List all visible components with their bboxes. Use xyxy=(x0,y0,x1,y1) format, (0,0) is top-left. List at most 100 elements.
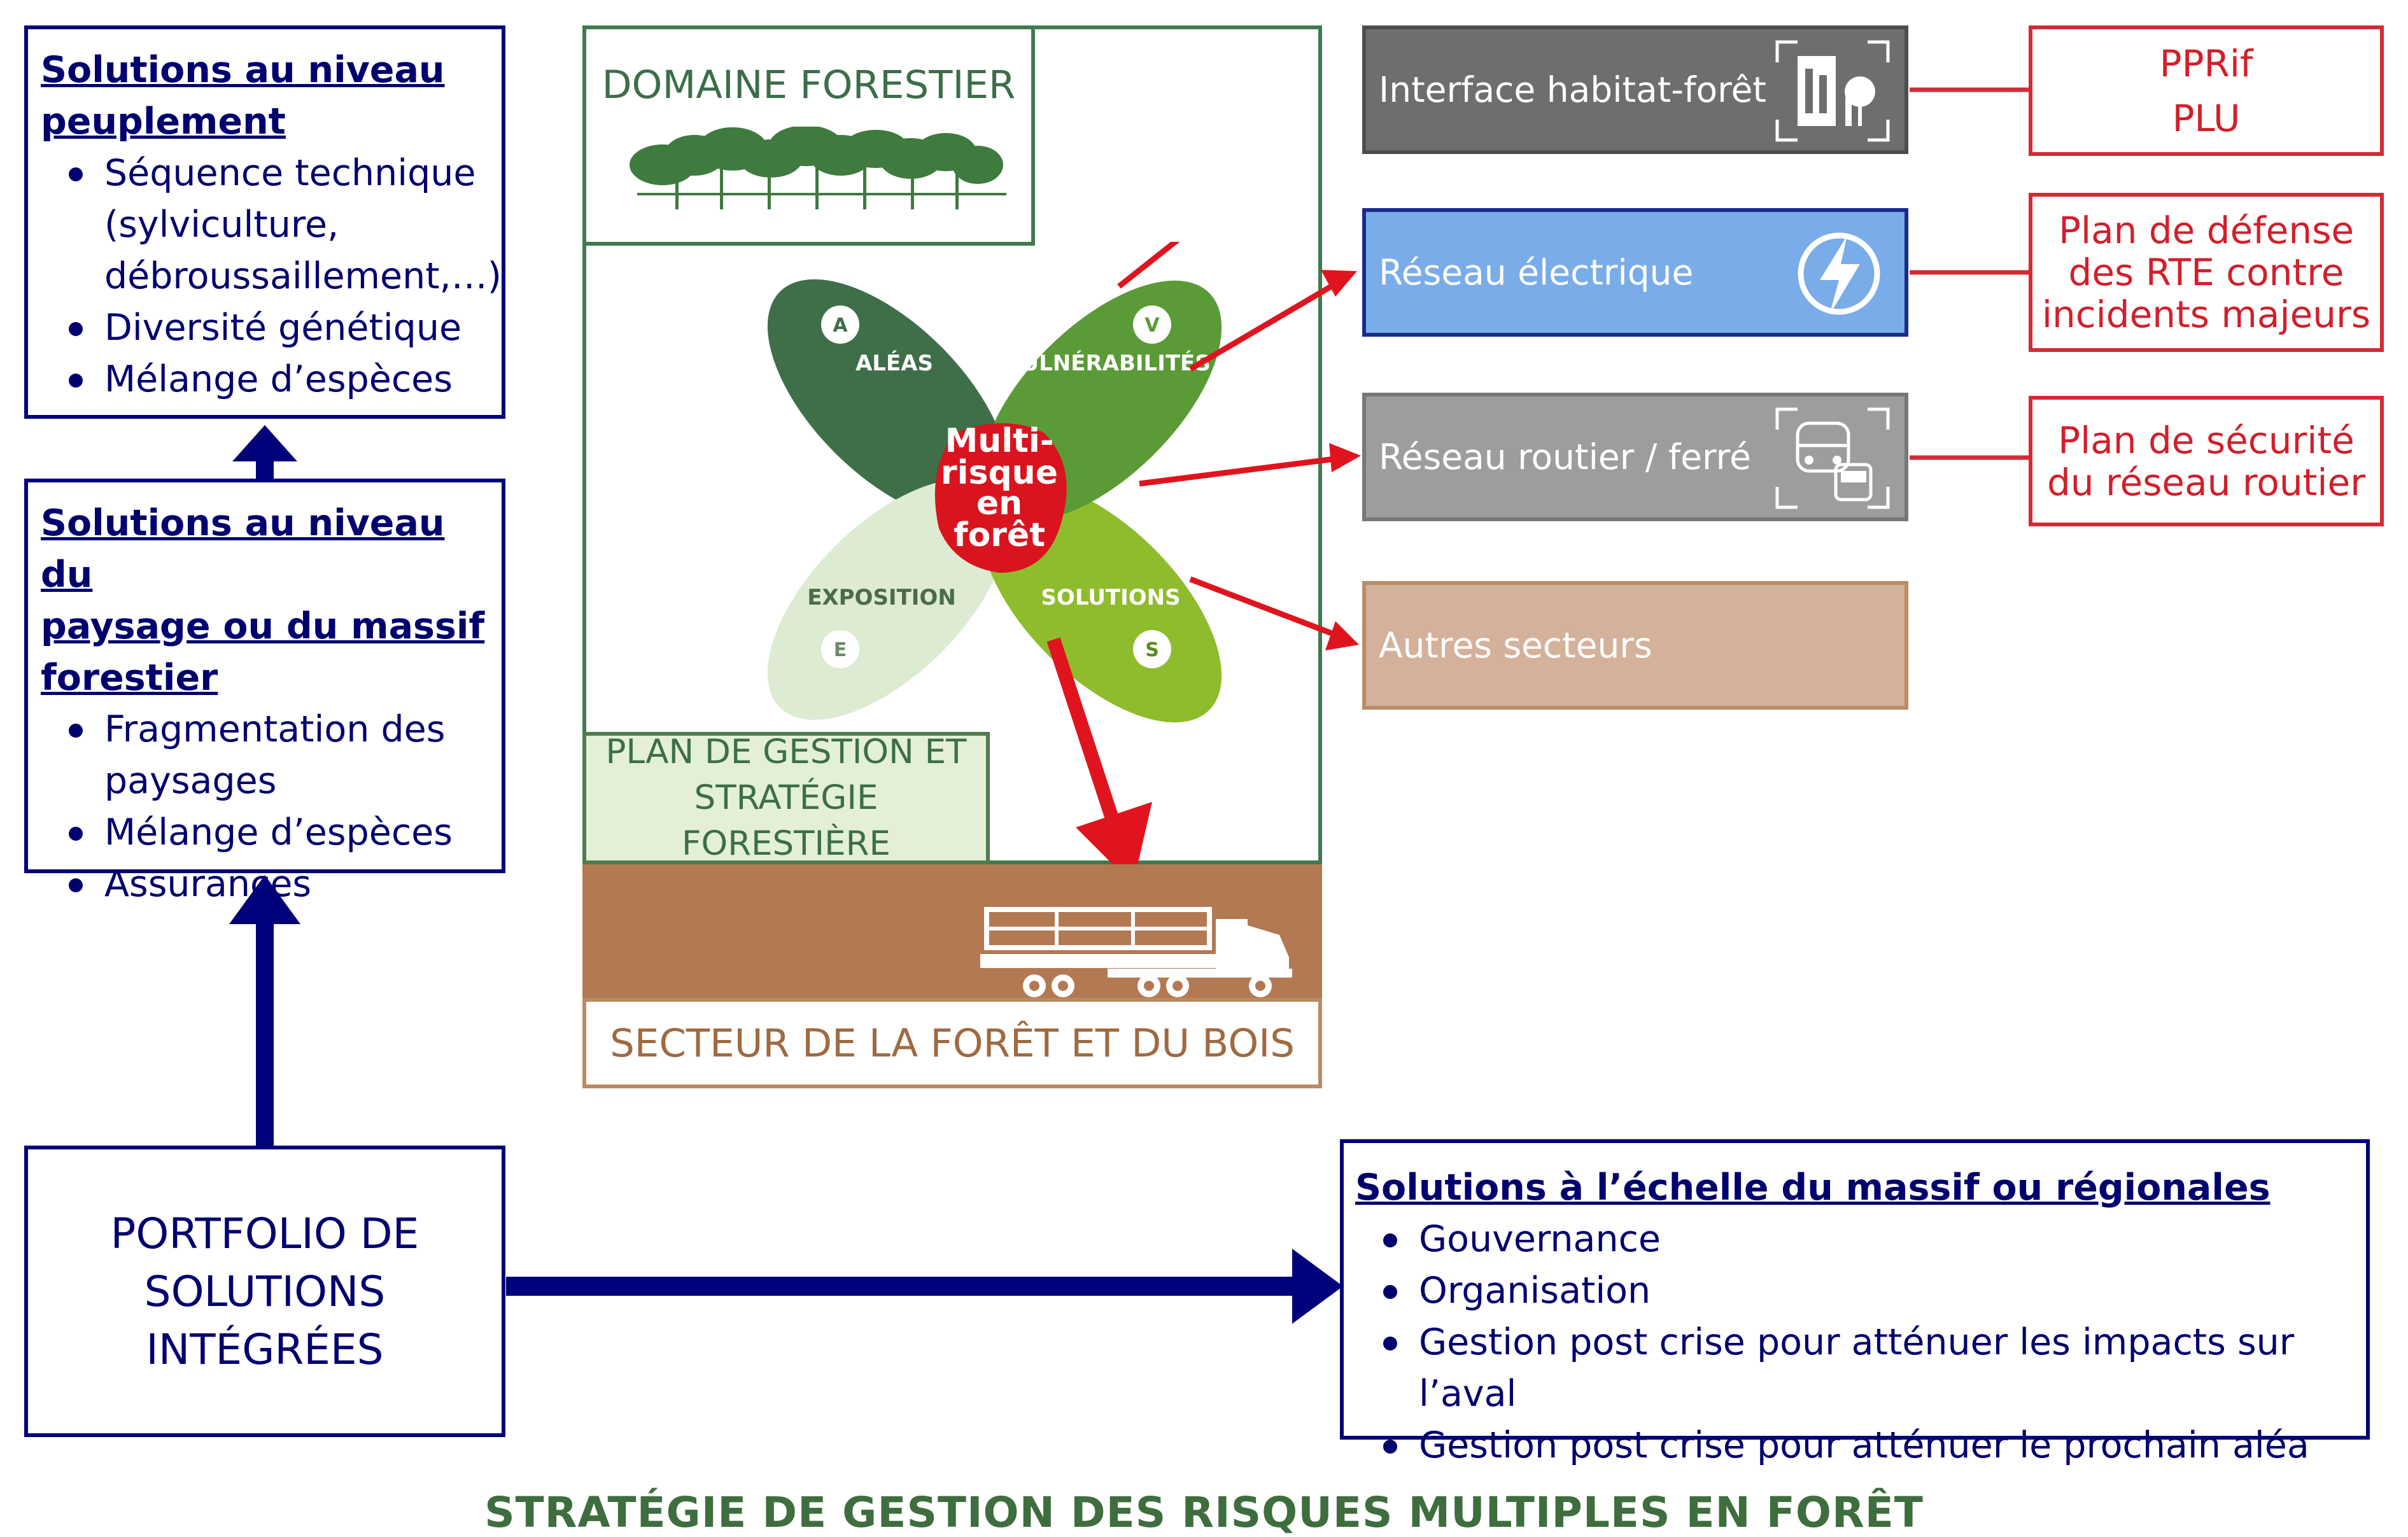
stand-item-text: (sylviculture, xyxy=(104,204,339,246)
plan-line: PPRif xyxy=(2159,41,2253,85)
portfolio-line: SOLUTIONS xyxy=(144,1267,386,1316)
landscape-solutions-list: Fragmentation des paysages Mélange d’espè… xyxy=(41,704,489,910)
portfolio-box: PORTFOLIO DE SOLUTIONS INTÉGRÉES xyxy=(24,1146,505,1437)
stand-item-text: Diversité génétique xyxy=(104,307,462,349)
stand-solutions-list: Séquence technique (sylviculture, débrouss… xyxy=(41,148,502,405)
landscape-title-line-2: paysage ou du massif xyxy=(41,605,485,647)
landscape-item-text: Assurances xyxy=(104,863,312,905)
center-line: forêt xyxy=(954,516,1045,554)
stand-solutions-box: Solutions au niveau peuplement Séquence … xyxy=(24,25,505,419)
badge-letter-s: S xyxy=(1145,639,1159,661)
portfolio-line: PORTFOLIO DE xyxy=(110,1209,419,1258)
stand-item: Séquence technique (sylviculture, débrouss… xyxy=(41,148,502,302)
landscape-item-text: Fragmentation des xyxy=(104,708,446,750)
sector-interface-label: Interface habitat-forêt xyxy=(1379,69,1766,110)
landscape-item: Fragmentation des paysages xyxy=(41,704,489,807)
arrow-to-elec xyxy=(1188,279,1342,372)
regional-item: Gestion post crise pour atténuer le proc… xyxy=(1355,1420,2355,1471)
forest-domain-label-box: DOMAINE FORESTIER xyxy=(582,25,1035,246)
regional-item: Gouvernance xyxy=(1355,1214,2355,1265)
footer-title: STRATÉGIE DE GESTION DES RISQUES MULTIPL… xyxy=(484,1488,1924,1537)
multirisk-clover: Multi- risque en forêt A V E S ALÉAS VUL… xyxy=(767,242,1361,885)
landscape-item-text: paysages xyxy=(104,760,277,802)
sector-autres-label: Autres secteurs xyxy=(1379,625,1652,666)
arrow-to-route xyxy=(1139,455,1341,487)
train-bus-icon xyxy=(1775,407,1890,509)
regional-solutions-title: Solutions à l’échelle du massif ou régio… xyxy=(1355,1167,2271,1209)
landscape-item: Assurances xyxy=(41,859,489,910)
arrow-head-wood-sector xyxy=(1076,802,1152,885)
landscape-item-text: Mélange d’espèces xyxy=(104,811,453,853)
wood-sector-band xyxy=(582,864,1322,998)
sector-elec-bar: Réseau électrique xyxy=(1362,208,1908,337)
forest-domain-label: DOMAINE FORESTIER xyxy=(602,62,1016,108)
landscape-solutions-title: Solutions au niveau du paysage ou du mas… xyxy=(41,498,489,704)
management-plan-text: PLAN DE GESTION ET STRATÉGIE FORESTIÈRE xyxy=(586,729,986,867)
plan-rte-box: Plan de défense des RTE contre incidents… xyxy=(2029,193,2384,352)
petal-label-solutions: SOLUTIONS xyxy=(1041,585,1180,610)
red-arrows xyxy=(1046,242,1361,885)
plan-pprif-box: PPRif PLU xyxy=(2029,25,2384,156)
navy-arrows xyxy=(229,425,1343,1324)
regional-item: Gestion post crise pour atténuer les imp… xyxy=(1355,1317,2355,1420)
landscape-solutions-box: Solutions au niveau du paysage ou du mas… xyxy=(24,479,505,905)
center-blob xyxy=(934,423,1067,573)
portfolio-line: INTÉGRÉES xyxy=(146,1324,384,1374)
management-plan-line: STRATÉGIE FORESTIÈRE xyxy=(682,778,891,863)
sector-autres-bar: Autres secteurs xyxy=(1362,581,1908,710)
sector-interface-bar: Interface habitat-forêt xyxy=(1362,25,1908,154)
arrow-to-interface xyxy=(1117,242,1180,289)
wood-sector-label-box: SECTEUR DE LA FORÊT ET DU BOIS xyxy=(582,998,1322,1088)
stand-item: Mélange d’espèces xyxy=(41,354,489,405)
landscape-title-line-3: forestier xyxy=(41,657,218,699)
regional-solutions-list: Gouvernance Organisation Gestion post cr… xyxy=(1355,1214,2355,1471)
landscape-item: Mélange d’espèces xyxy=(41,807,489,859)
center-line: risque xyxy=(941,454,1058,492)
petal-label-exposition: EXPOSITION xyxy=(807,585,956,610)
arrow-portfolio-to-regional-head xyxy=(1292,1249,1343,1324)
wood-sector-label: SECTEUR DE LA FORÊT ET DU BOIS xyxy=(610,1020,1295,1066)
management-plan-line: PLAN DE GESTION ET xyxy=(605,733,967,771)
management-plan-box: PLAN DE GESTION ET STRATÉGIE FORESTIÈRE xyxy=(582,732,990,864)
arrow-to-autres xyxy=(1189,576,1341,640)
center-line: Multi- xyxy=(945,422,1054,460)
stand-title-line-1: Solutions au niveau xyxy=(41,49,445,91)
sector-route-bar: Réseau routier / ferré xyxy=(1362,393,1908,521)
regional-item: Organisation xyxy=(1355,1265,2355,1317)
sector-route-label: Réseau routier / ferré xyxy=(1379,437,1751,477)
regional-solutions-box: Solutions à l’échelle du massif ou régio… xyxy=(1340,1139,2370,1466)
portfolio-text: PORTFOLIO DE SOLUTIONS INTÉGRÉES xyxy=(111,1205,419,1379)
sector-elec-label: Réseau électrique xyxy=(1379,252,1694,293)
petal-label-vulnerabilites: VULNÉRABILITÉS xyxy=(1004,350,1211,376)
stand-item: Diversité génétique xyxy=(41,302,489,354)
stand-item-text: Mélange d’espèces xyxy=(104,358,453,400)
badge-letter-v: V xyxy=(1144,314,1160,337)
plan-line: incidents majeurs xyxy=(2041,293,2371,336)
stand-item-text: Séquence technique xyxy=(104,152,476,194)
arrow-head-autres xyxy=(1325,621,1359,650)
plan-line: Plan de sécurité xyxy=(2058,418,2355,462)
plan-line: PLU xyxy=(2172,96,2241,140)
arrow-portfolio-to-regional-shaft xyxy=(506,1277,1302,1296)
stand-solutions-title: Solutions au niveau peuplement xyxy=(41,45,489,148)
badge-letter-a: A xyxy=(833,314,848,337)
center-line: en xyxy=(976,484,1022,523)
stand-title-line-2: peuplement xyxy=(41,101,286,143)
plan-line: des RTE contre xyxy=(2068,251,2344,294)
trees-icon xyxy=(629,125,1006,209)
log-truck-icon xyxy=(980,907,1292,997)
red-connectors xyxy=(1910,87,2031,460)
stand-item-text: débroussaillement,…) xyxy=(104,255,502,297)
arrow-portfolio-to-landscape-head xyxy=(229,875,300,924)
plan-line: du réseau routier xyxy=(2046,460,2366,504)
arrow-head-elec xyxy=(1321,270,1357,297)
petal-label-aleas: ALÉAS xyxy=(855,350,933,376)
arrow-to-wood-sector xyxy=(1046,637,1124,836)
landscape-title-line-1: Solutions au niveau du xyxy=(41,502,445,596)
house-tree-icon xyxy=(1775,40,1890,142)
arrow-landscape-to-stand-head xyxy=(232,425,297,461)
badge-letter-e: E xyxy=(834,639,847,661)
plan-route-box: Plan de sécurité du réseau routier xyxy=(2029,396,2384,526)
arrow-head-route xyxy=(1329,443,1361,472)
